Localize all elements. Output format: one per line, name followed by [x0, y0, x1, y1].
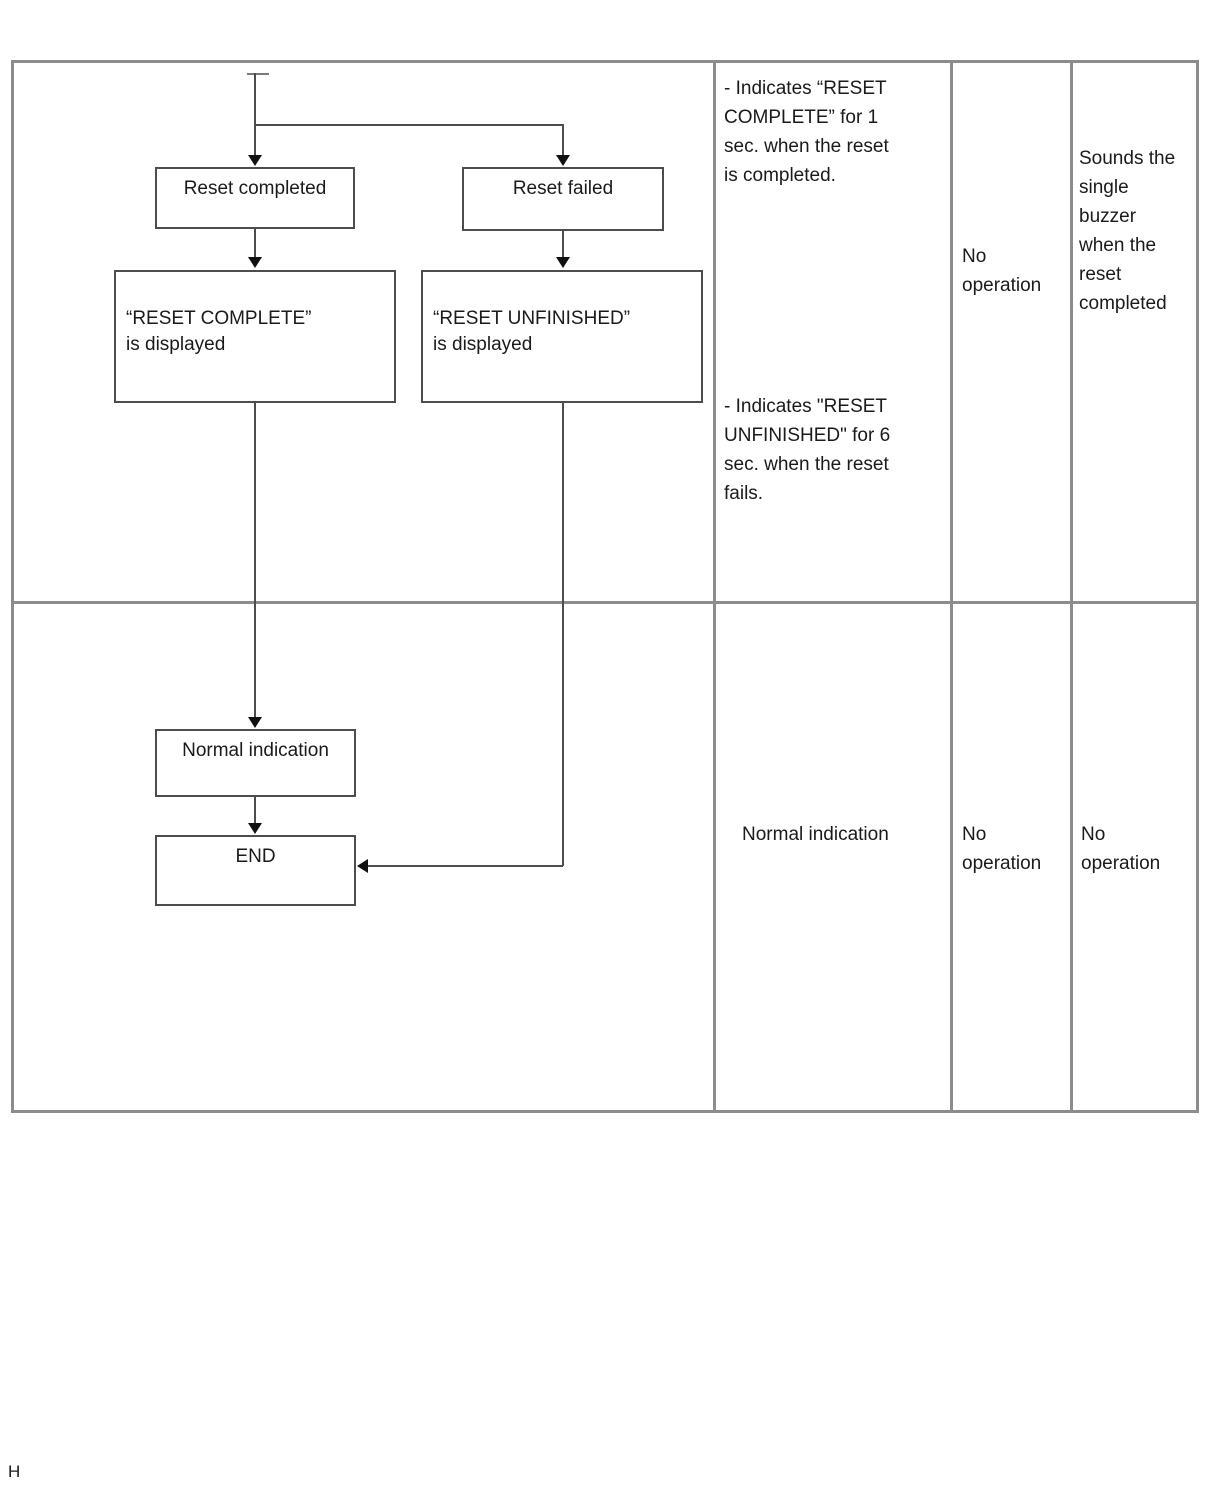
node-reset-complete-displayed: “RESET COMPLETE” is displayed: [114, 270, 396, 403]
arrow-into-end-from-right: [357, 859, 368, 873]
cell-buzzer-row-1: Sounds the single buzzer when the reset …: [1079, 148, 1176, 314]
node-normal-indication: Normal indication: [155, 729, 356, 797]
connector-return-to-end-horizontal: [368, 865, 563, 867]
column-divider-operation-buzzer: [1070, 63, 1073, 1110]
node-end: END: [155, 835, 356, 906]
row-divider: [14, 601, 1196, 604]
cell-indication-row-2: Normal indication: [742, 824, 889, 845]
cell-indication-note-2: - Indicates "RESET UNFINISHED" for 6 sec…: [724, 396, 891, 504]
arrow-into-reset-complete-displayed: [248, 257, 262, 268]
specification-table: [11, 60, 1199, 1113]
node-reset-unfinished-displayed: “RESET UNFINISHED” is displayed: [421, 270, 703, 403]
cell-operation-row-2: No operation: [962, 824, 1042, 874]
page-marker: H: [8, 1462, 21, 1481]
node-reset-failed-label: Reset failed: [512, 178, 614, 199]
node-normal-indication-label: Normal indication: [182, 740, 329, 761]
node-reset-failed: Reset failed: [462, 167, 664, 231]
node-reset-completed-label: Reset completed: [183, 178, 327, 199]
cell-indication-note-1: - Indicates “RESET COMPLETE” for 1 sec. …: [724, 78, 889, 186]
connector-unfinished-to-end: [562, 403, 564, 866]
arrow-into-reset-unfinished-displayed: [556, 257, 570, 268]
connector-branch-right-vertical: [562, 124, 564, 156]
cell-operation-row-1: No operation: [962, 246, 1042, 296]
node-reset-unfinished-displayed-label: “RESET UNFINISHED” is displayed: [433, 308, 631, 355]
connector-incoming-vertical: [254, 73, 256, 156]
connector-completed-to-display: [254, 229, 256, 259]
column-divider-indication-operation: [950, 63, 953, 1110]
arrow-into-reset-failed: [556, 155, 570, 166]
connector-complete-to-normal-indication: [254, 403, 256, 723]
connector-branch-horizontal: [254, 124, 564, 126]
connector-normal-indication-to-end: [254, 797, 256, 825]
arrow-into-reset-completed: [248, 155, 262, 166]
page-continuation-tick: [247, 73, 269, 75]
arrow-into-normal-indication: [248, 717, 262, 728]
node-reset-completed: Reset completed: [155, 167, 355, 229]
column-divider-flowchart-indication: [713, 63, 716, 1110]
node-reset-complete-displayed-label: “RESET COMPLETE” is displayed: [126, 308, 312, 355]
node-end-label: END: [235, 846, 276, 867]
connector-failed-to-display: [562, 231, 564, 259]
arrow-into-end: [248, 823, 262, 834]
cell-buzzer-row-2: No operation: [1081, 824, 1161, 874]
